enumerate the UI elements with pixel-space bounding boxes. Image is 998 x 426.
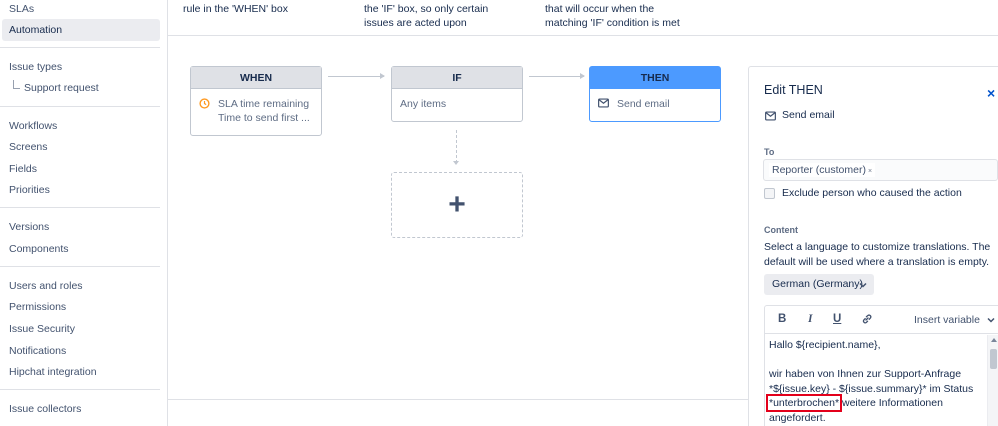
- add-condition-button[interactable]: +: [391, 172, 523, 238]
- sidebar-item-users-and-roles[interactable]: Users and roles: [9, 280, 83, 292]
- plus-icon: +: [448, 188, 466, 221]
- blank-line: [769, 353, 987, 368]
- sidebar-item-workflows[interactable]: Workflows: [9, 120, 58, 132]
- arrow-if-to-then: [529, 73, 585, 79]
- if-node-title: IF: [392, 67, 522, 89]
- sidebar-item-permissions[interactable]: Permissions: [9, 301, 67, 313]
- if-node[interactable]: IF Any items: [391, 66, 523, 122]
- language-help-line2: default will be used where a translation…: [764, 256, 990, 268]
- when-description: rule in the 'WHEN' box: [183, 3, 288, 15]
- sidebar-divider: [0, 207, 160, 208]
- language-help-line1: Select a language to customize translati…: [764, 241, 991, 253]
- sidebar-item-priorities[interactable]: Priorities: [9, 184, 50, 196]
- email-line: *${issue.key} - ${issue.summary}* im Sta…: [769, 382, 974, 395]
- link-icon[interactable]: [861, 313, 873, 328]
- footer-divider: [168, 399, 748, 400]
- scroll-up-icon[interactable]: [991, 338, 997, 342]
- language-select-value: German (Germany): [772, 278, 864, 290]
- when-node[interactable]: WHEN SLA time remaining Time to send fir…: [190, 66, 322, 136]
- to-field[interactable]: Reporter (customer)×: [763, 159, 998, 181]
- edit-then-panel: Edit THEN × Send email To Reporter (cust…: [748, 66, 998, 426]
- sidebar-divider: [0, 47, 160, 48]
- insert-variable-button[interactable]: Insert variable: [914, 314, 995, 326]
- editor-toolbar: B I U Insert variable: [765, 306, 998, 334]
- then-node-action: Send email: [617, 98, 670, 110]
- editor-content[interactable]: Hallo ${recipient.name}, wir haben von I…: [765, 338, 987, 425]
- remove-chip-icon[interactable]: ×: [867, 168, 873, 175]
- sidebar-item-issue-security[interactable]: Issue Security: [9, 323, 75, 335]
- sidebar-item-notifications[interactable]: Notifications: [9, 345, 67, 357]
- language-select[interactable]: German (Germany): [764, 274, 874, 295]
- sidebar-divider: [0, 389, 160, 390]
- connector-dashed: [456, 130, 457, 163]
- then-description-line2: matching 'IF' condition is met: [545, 17, 680, 29]
- exclude-label: Exclude person who caused the action: [782, 187, 962, 199]
- when-node-title: WHEN: [191, 67, 321, 89]
- if-description-line1: the 'IF' box, so only certain: [364, 3, 489, 15]
- sidebar-divider: [0, 106, 160, 107]
- sidebar-item-automation[interactable]: Automation: [2, 19, 160, 41]
- exclude-checkbox[interactable]: [764, 188, 775, 199]
- connector-arrow: [453, 161, 459, 165]
- panel-title: Edit THEN: [764, 83, 823, 97]
- when-node-trigger: SLA time remaining: [218, 98, 310, 110]
- panel-action-label: Send email: [782, 109, 835, 121]
- content-label: Content: [764, 225, 798, 235]
- sidebar: SLAs Automation Issue types Support requ…: [0, 0, 168, 426]
- scroll-thumb[interactable]: [990, 349, 997, 369]
- editor-scrollbar[interactable]: [987, 335, 998, 426]
- then-node[interactable]: THEN Send email: [589, 66, 721, 122]
- when-node-condition: Time to send first ...: [218, 112, 310, 124]
- then-description-line1: that will occur when the: [545, 3, 655, 15]
- email-line: wir haben von Ihnen zur Support-Anfrage: [769, 368, 962, 380]
- close-icon[interactable]: ×: [987, 85, 996, 101]
- arrow-when-to-if: [328, 73, 385, 79]
- bold-button[interactable]: B: [778, 313, 787, 325]
- chevron-down-icon: [987, 317, 995, 323]
- sidebar-item-issue-collectors[interactable]: Issue collectors: [9, 403, 82, 415]
- clock-icon: [199, 98, 213, 113]
- sidebar-divider: [0, 266, 160, 267]
- email-editor[interactable]: B I U Insert variable Hallo ${recipient.…: [764, 305, 998, 426]
- email-line-rest: weitere Informationen: [839, 397, 943, 409]
- sidebar-item-issue-types[interactable]: Issue types: [9, 61, 63, 73]
- email-line: angefordert.: [769, 411, 826, 424]
- if-node-condition: Any items: [400, 98, 447, 110]
- sidebar-item-versions[interactable]: Versions: [9, 221, 50, 233]
- tree-connector: [13, 80, 20, 89]
- chevron-down-icon: [859, 279, 867, 291]
- mail-icon: [765, 111, 776, 124]
- sidebar-item-slas[interactable]: SLAs: [9, 3, 35, 15]
- sidebar-item-hipchat-integration[interactable]: Hipchat integration: [9, 366, 97, 378]
- insert-variable-label: Insert variable: [914, 314, 980, 326]
- email-line: *unterbrochen* weitere Informationen: [765, 394, 987, 412]
- highlighted-status-text: *unterbrochen*: [765, 394, 843, 412]
- recipient-chip-label: Reporter (customer): [772, 164, 866, 176]
- to-label: To: [764, 147, 775, 157]
- sidebar-item-components[interactable]: Components: [9, 243, 69, 255]
- email-greeting: Hallo ${recipient.name},: [769, 339, 881, 351]
- then-node-title: THEN: [590, 67, 720, 89]
- sidebar-item-screens[interactable]: Screens: [9, 141, 48, 153]
- sidebar-item-fields[interactable]: Fields: [9, 163, 38, 175]
- underline-button[interactable]: U: [833, 313, 842, 325]
- mail-icon: [598, 98, 612, 112]
- sidebar-item-support-request[interactable]: Support request: [24, 82, 99, 94]
- italic-button[interactable]: I: [808, 313, 813, 325]
- header-divider: [168, 35, 998, 36]
- if-description-line2: issues are acted upon: [364, 17, 467, 29]
- recipient-chip[interactable]: Reporter (customer)×: [769, 163, 876, 177]
